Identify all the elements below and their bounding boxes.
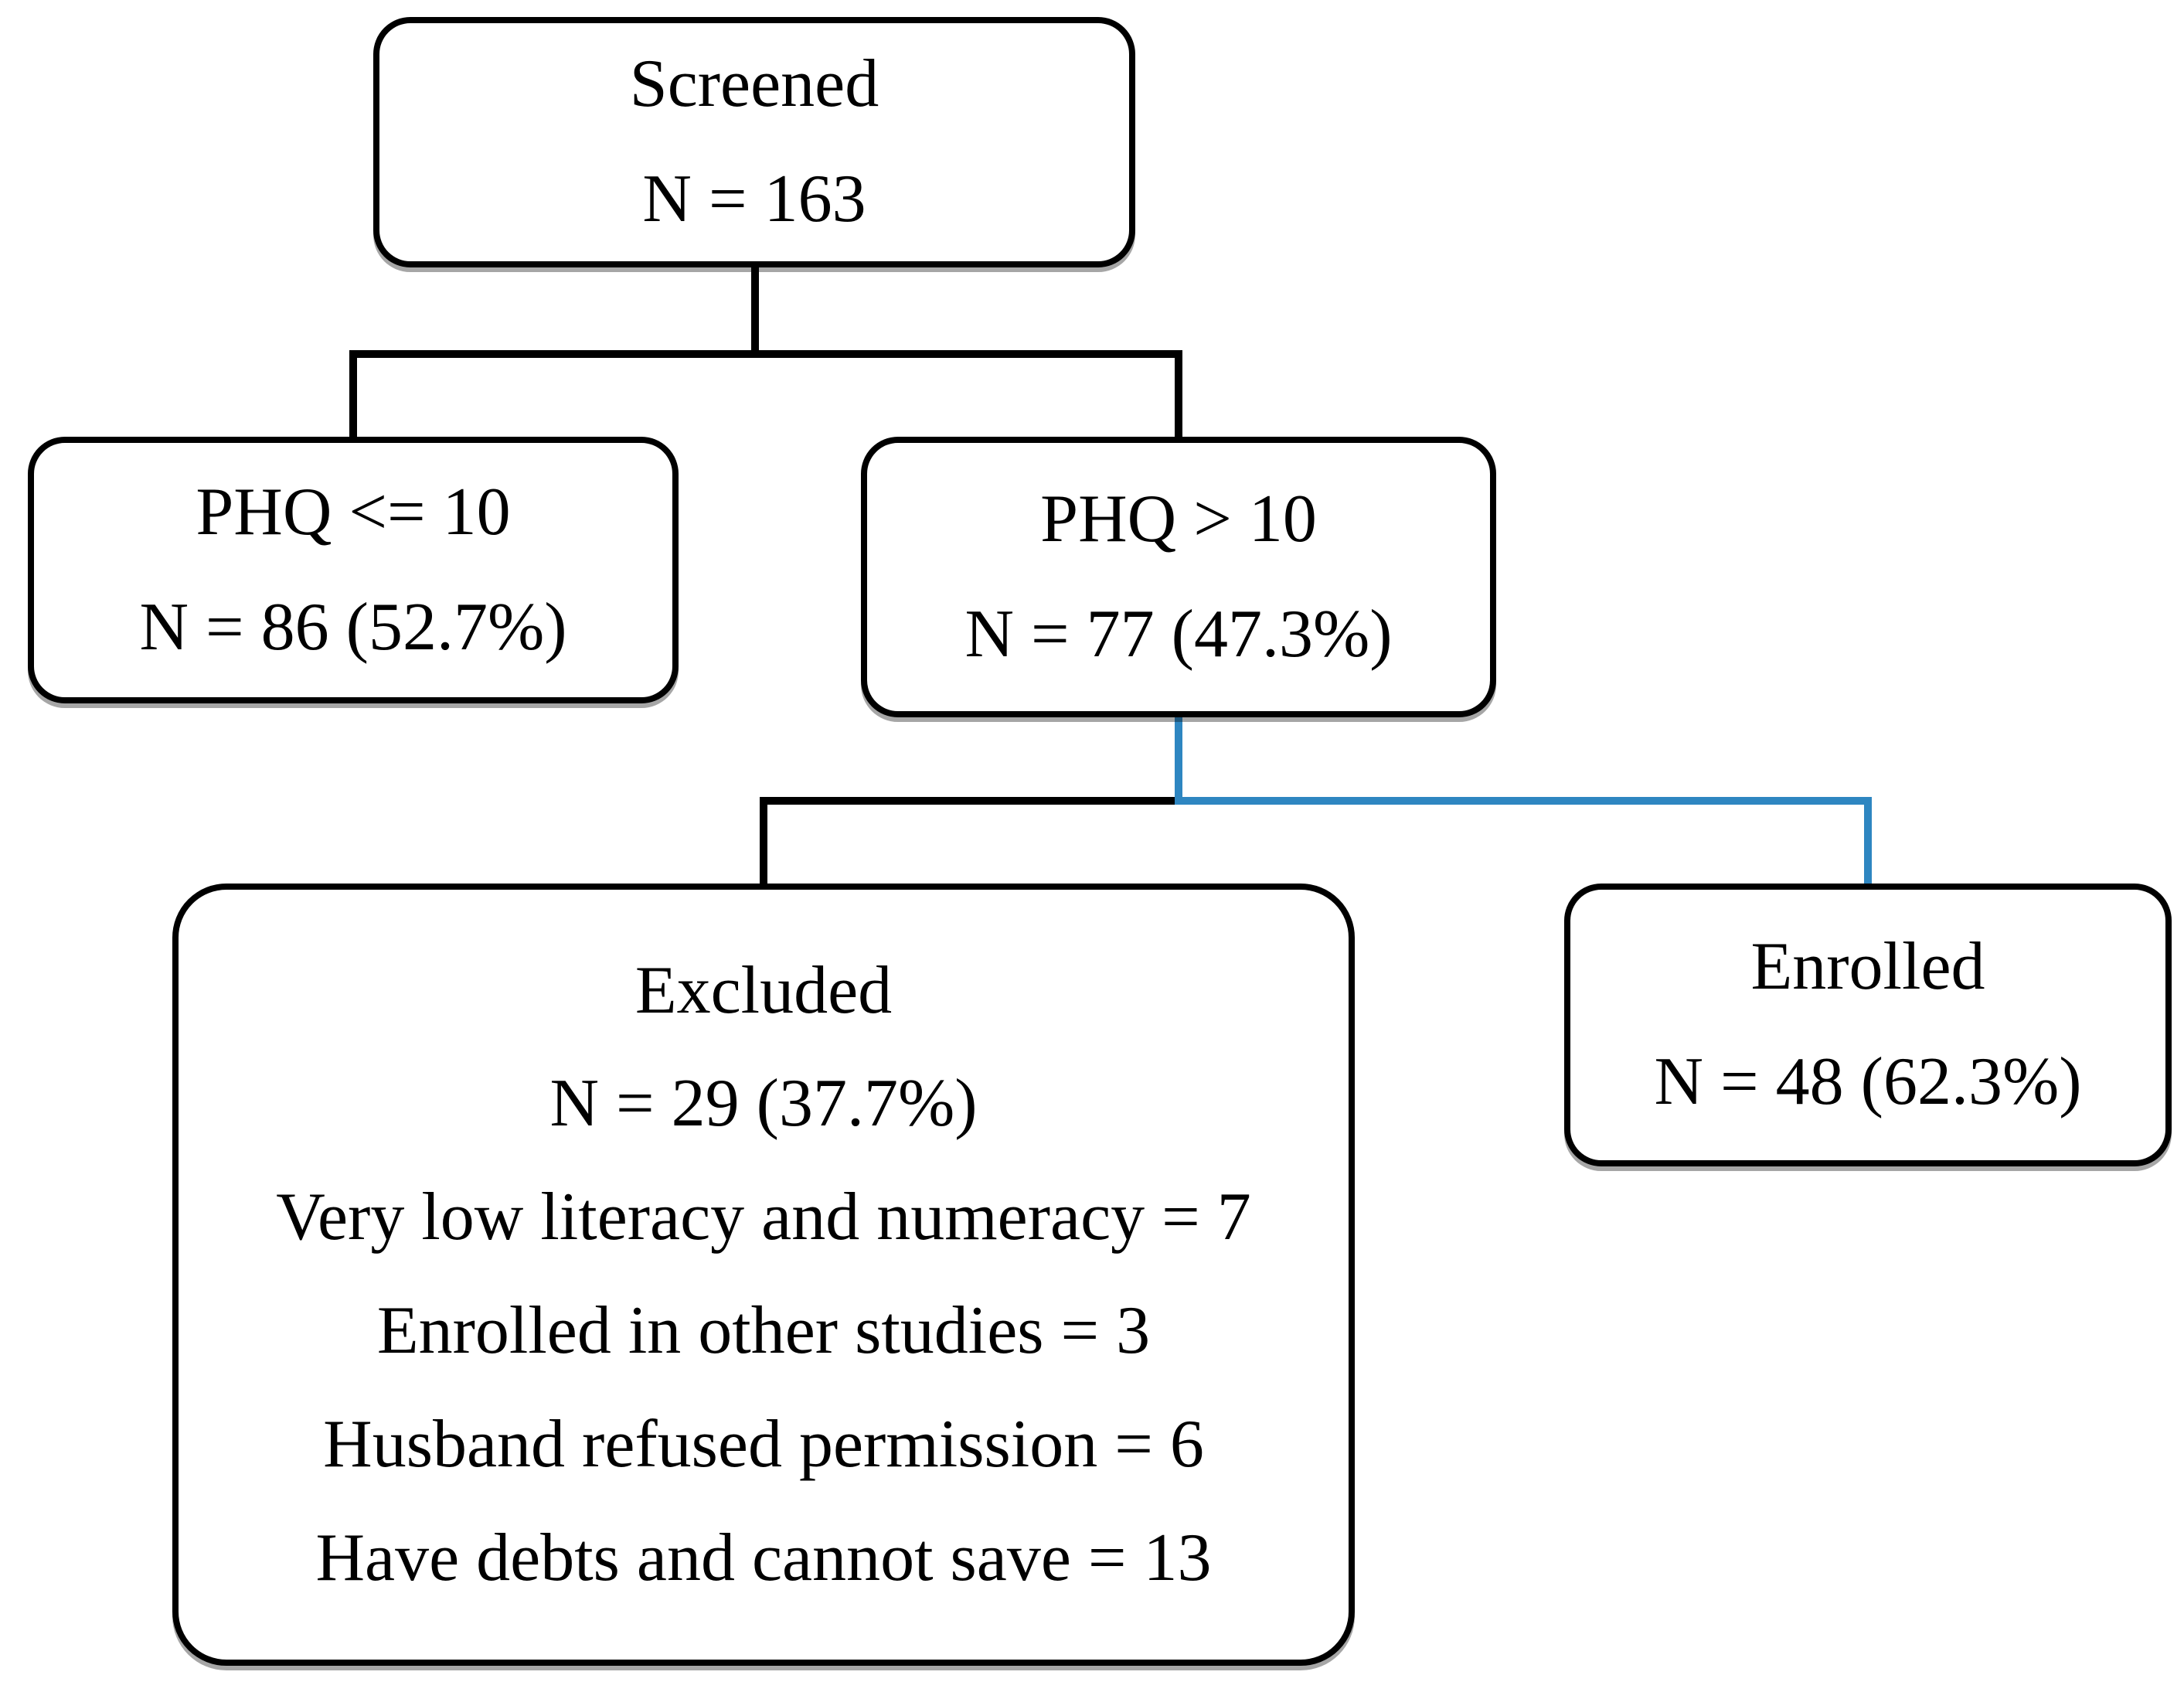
- connector-split1-horizontal: [349, 350, 1182, 358]
- node-screened: Screened N = 163: [373, 17, 1135, 267]
- node-screened-title: Screened: [629, 46, 879, 122]
- node-excluded-reason: Very low literacy and numeracy = 7: [276, 1180, 1251, 1255]
- node-phq-low: PHQ <= 10 N = 86 (52.7%): [28, 437, 679, 703]
- node-phq-high-title: PHQ > 10: [1040, 481, 1317, 557]
- connector-drop-excluded: [760, 797, 767, 890]
- connector-screened-stem: [751, 263, 759, 357]
- node-screened-count: N = 163: [642, 162, 866, 237]
- node-excluded-reason: Have debts and cannot save = 13: [315, 1520, 1212, 1595]
- connector-drop-phq-low: [349, 350, 357, 443]
- node-enrolled-title: Enrolled: [1750, 929, 1985, 1005]
- node-phq-high-count: N = 77 (47.3%): [964, 596, 1393, 672]
- node-excluded: Excluded N = 29 (37.7%) Very low literac…: [172, 884, 1355, 1666]
- node-phq-low-count: N = 86 (52.7%): [139, 589, 567, 665]
- connector-drop-phq-high: [1175, 350, 1182, 443]
- node-excluded-reason: Enrolled in other studies = 3: [376, 1293, 1151, 1368]
- node-excluded-count: N = 29 (37.7%): [549, 1066, 978, 1142]
- node-phq-high: PHQ > 10 N = 77 (47.3%): [861, 437, 1496, 717]
- node-phq-low-title: PHQ <= 10: [196, 474, 511, 550]
- node-enrolled: Enrolled N = 48 (62.3%): [1564, 884, 2172, 1166]
- connector-split2-horizontal-black: [760, 797, 1175, 805]
- connector-phq-high-stem-blue: [1175, 714, 1182, 805]
- connector-split2-horizontal-blue: [1175, 797, 1872, 805]
- node-excluded-reason: Husband refused permission = 6: [323, 1406, 1204, 1482]
- connector-drop-enrolled-blue: [1864, 797, 1872, 890]
- node-enrolled-count: N = 48 (62.3%): [1654, 1044, 2082, 1119]
- node-excluded-title: Excluded: [634, 952, 893, 1028]
